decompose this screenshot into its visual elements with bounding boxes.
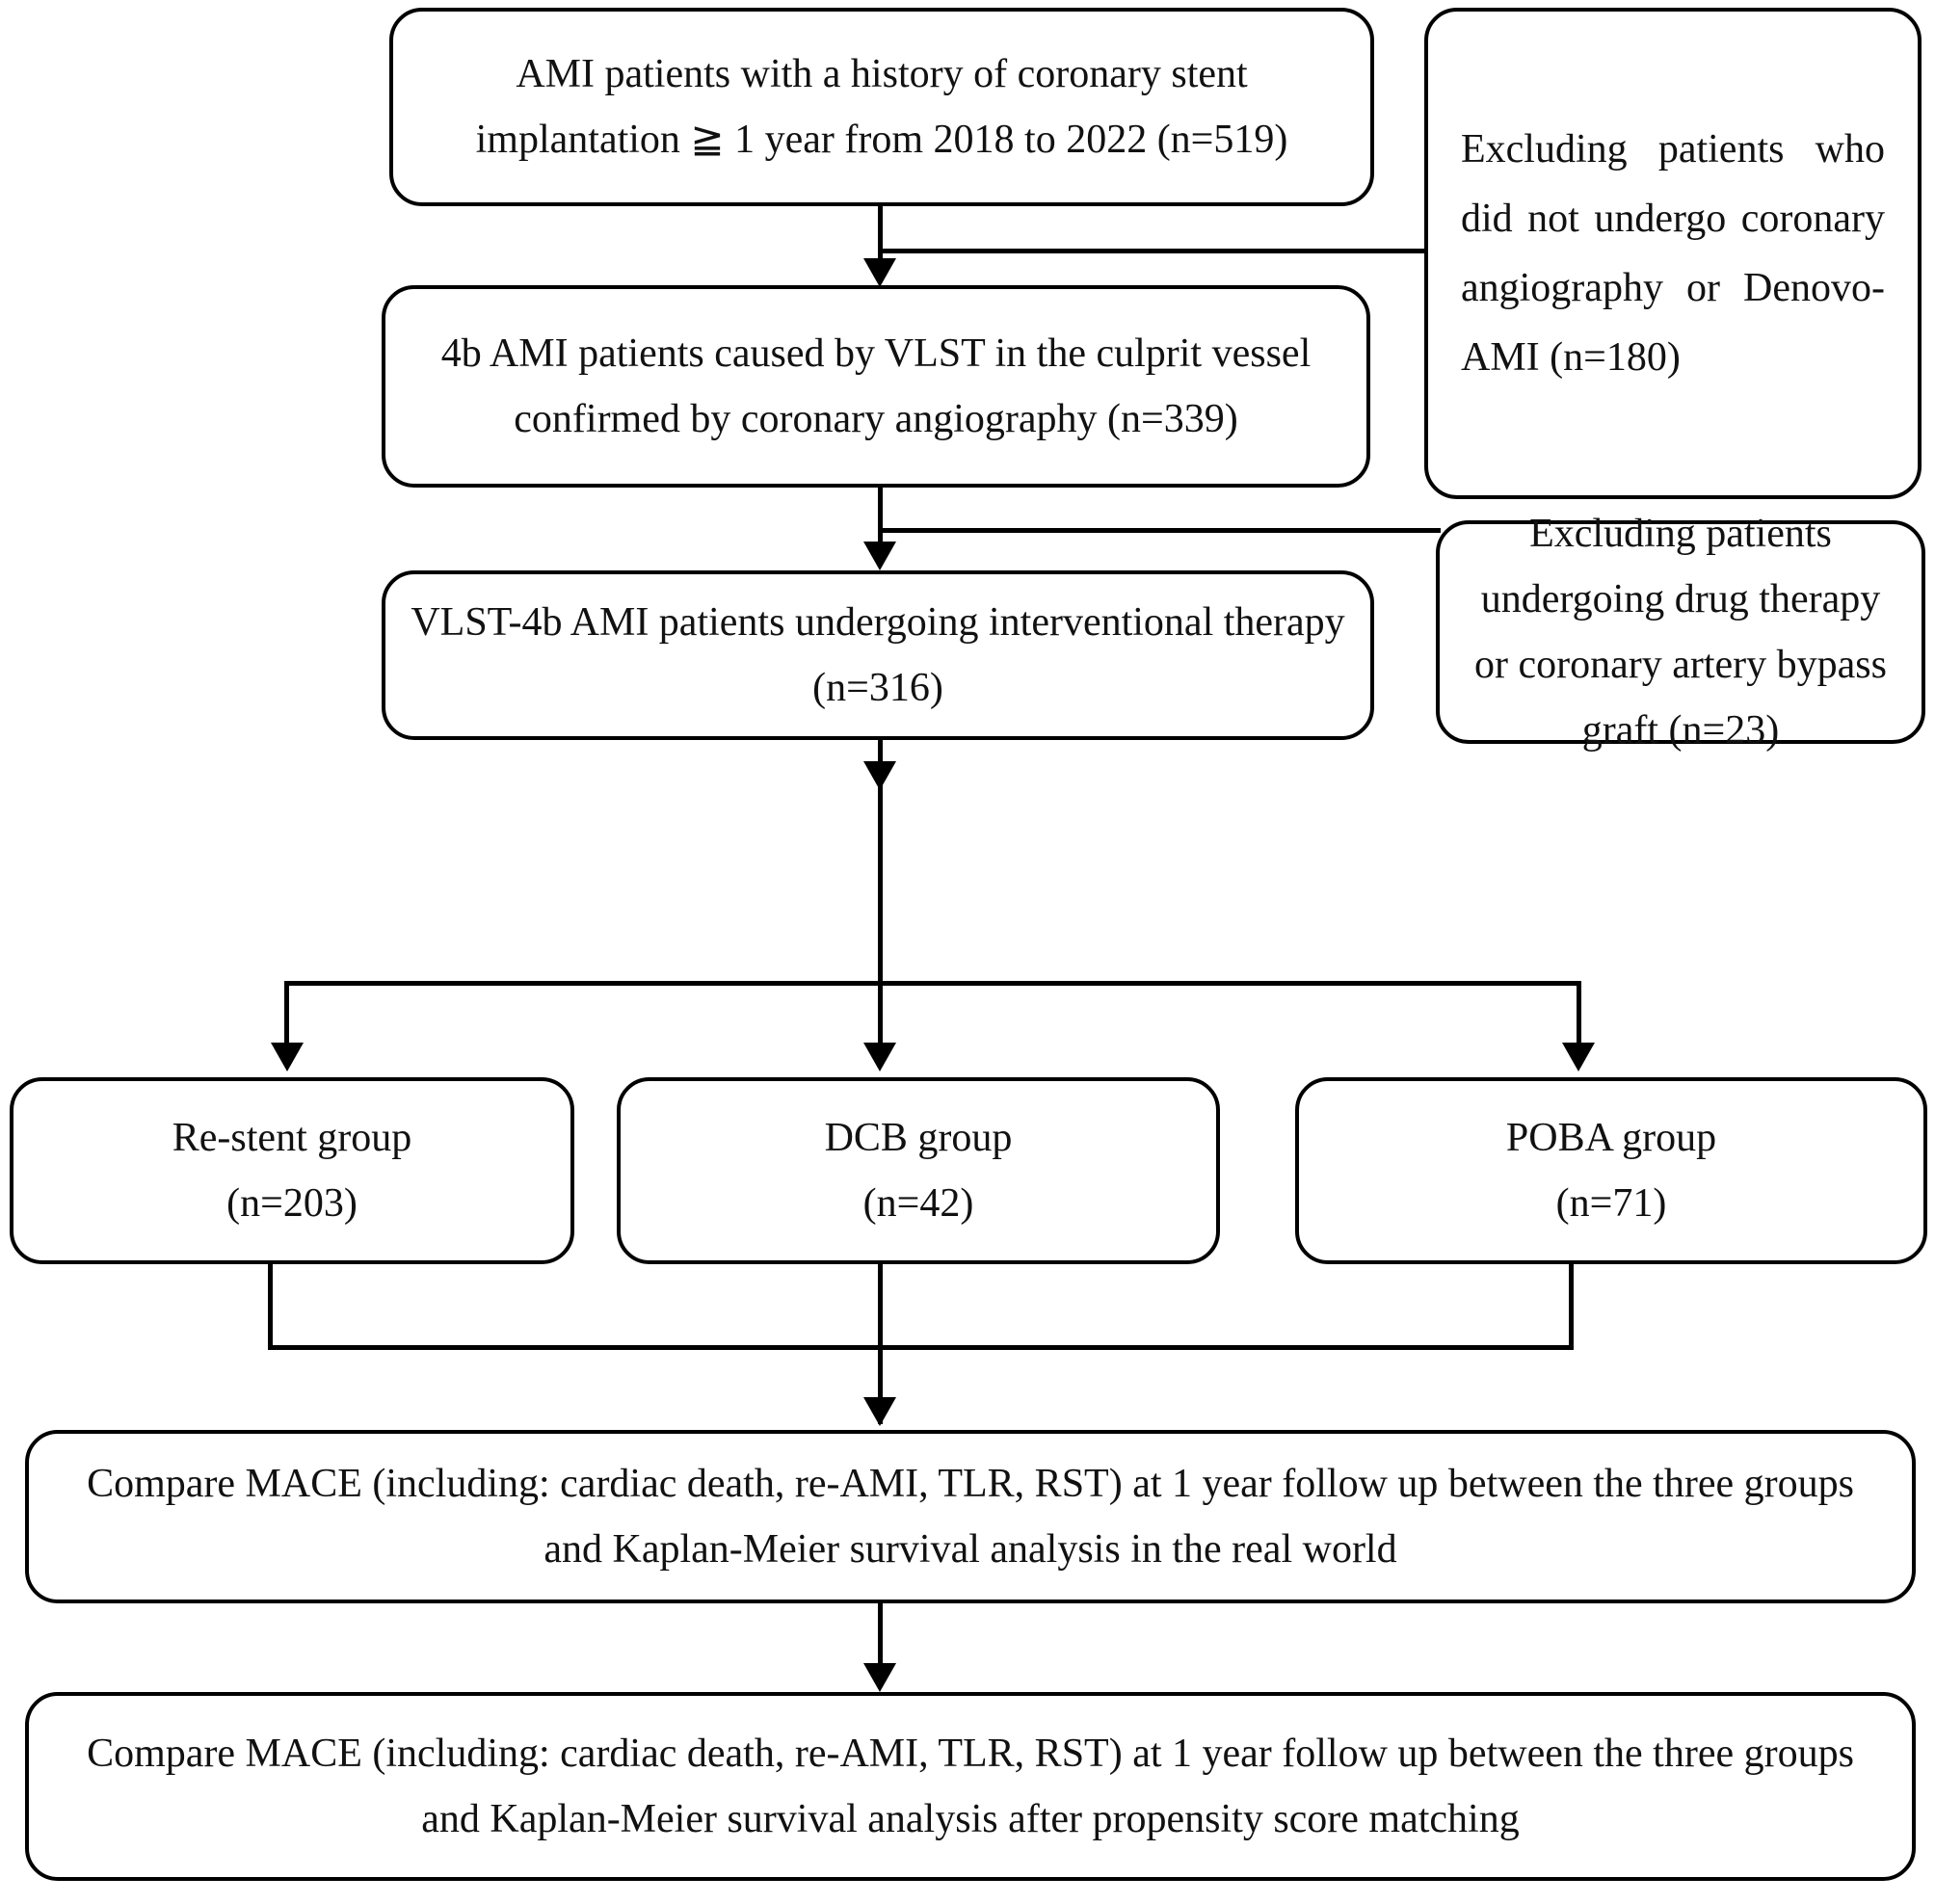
node-source-cohort: AMI patients with a history of coronary …: [389, 8, 1374, 206]
node-outcome-psm-text: Compare MACE (including: cardiac death, …: [87, 1731, 1854, 1841]
merge-bar-groups: [268, 1345, 1574, 1350]
node-outcome-real-world: Compare MACE (including: cardiac death, …: [25, 1430, 1916, 1603]
node-dcb-group: DCB group (n=42): [617, 1077, 1220, 1264]
arrowhead-merge-to-outcome-real-world: [863, 1397, 896, 1426]
node-dcb-group-label: DCB group: [824, 1115, 1013, 1160]
node-exclusion-drug-or-cabg: Excluding patients undergoing drug thera…: [1436, 512, 1925, 753]
connector-confirmed-to-intervention: [878, 488, 883, 551]
node-exclusion-no-angiography: Excluding patients who did not undergo c…: [1424, 8, 1922, 499]
arrowhead-intervention-to-split: [863, 761, 896, 790]
node-vlst-confirmed: 4b AMI patients caused by VLST in the cu…: [382, 285, 1370, 488]
node-outcome-real-world-text: Compare MACE (including: cardiac death, …: [87, 1461, 1854, 1572]
node-poba-group: POBA group (n=71): [1295, 1077, 1927, 1264]
connector-split-to-re-stent-group: [284, 981, 289, 1050]
node-dcb-group-count: (n=42): [862, 1181, 974, 1226]
node-re-stent-group-count: (n=203): [226, 1181, 358, 1226]
node-outcome-psm: Compare MACE (including: cardiac death, …: [25, 1692, 1916, 1881]
node-re-stent-group-label: Re-stent group: [172, 1115, 412, 1160]
node-source-cohort-text: AMI patients with a history of coronary …: [475, 51, 1288, 162]
arrowhead-split-to-re-stent-group: [271, 1043, 304, 1071]
connector-outcome-real-world-to-psm: [878, 1603, 883, 1684]
connector-to-exclusion-drug-or-cabg: [878, 528, 1441, 533]
node-vlst-confirmed-text: 4b AMI patients caused by VLST in the cu…: [440, 331, 1312, 441]
connector-to-exclusion-no-angiography: [878, 249, 1430, 253]
node-re-stent-group-text: Re-stent group (n=203): [13, 1105, 570, 1236]
connector-split-to-poba-group: [1577, 981, 1581, 1050]
node-interventional-therapy-text: VLST-4b AMI patients undergoing interven…: [411, 599, 1345, 710]
arrowhead-split-to-poba-group: [1562, 1043, 1595, 1071]
arrowhead-split-to-dcb-group: [863, 1043, 896, 1071]
connector-source-to-confirmed: [878, 206, 883, 266]
connector-re-stent-group-to-merge: [268, 1264, 273, 1349]
node-poba-group-text: POBA group (n=71): [1299, 1105, 1923, 1236]
connector-merge-to-outcome-real-world: [878, 1264, 883, 1424]
arrowhead-outcome-real-world-to-psm: [863, 1663, 896, 1692]
node-exclusion-no-angiography-text: Excluding patients who did not undergo c…: [1461, 126, 1885, 381]
node-dcb-group-text: DCB group (n=42): [621, 1105, 1216, 1236]
arrowhead-confirmed-to-intervention: [863, 542, 896, 570]
split-bar-groups: [284, 981, 1580, 986]
node-poba-group-label: POBA group: [1505, 1115, 1717, 1160]
node-exclusion-drug-or-cabg-text: Excluding patients undergoing drug thera…: [1474, 511, 1887, 754]
connector-split-to-dcb-group: [878, 788, 883, 1050]
node-re-stent-group: Re-stent group (n=203): [10, 1077, 574, 1264]
arrowhead-source-to-confirmed: [863, 258, 896, 287]
node-poba-group-count: (n=71): [1555, 1181, 1667, 1226]
connector-poba-group-to-merge: [1569, 1264, 1574, 1349]
node-interventional-therapy: VLST-4b AMI patients undergoing interven…: [382, 570, 1374, 740]
